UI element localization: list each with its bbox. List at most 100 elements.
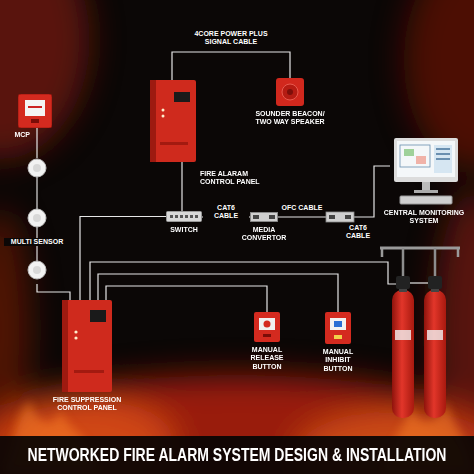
inhibit-button: MANUAL INHIBIT BUTTON [325, 312, 351, 344]
mcp-body [18, 94, 52, 128]
glow [0, 0, 90, 160]
panel-led [162, 109, 165, 112]
button-knob [264, 321, 271, 328]
cable-line [181, 162, 182, 211]
monitor-bezel [394, 138, 458, 182]
switch-port [190, 215, 193, 218]
button-key [334, 321, 342, 327]
network-switch-icon [166, 211, 202, 222]
cable-line [36, 128, 37, 158]
detector-centre [33, 164, 41, 172]
cable-line [98, 274, 338, 312]
keyboard [400, 196, 452, 204]
screen-zone [404, 149, 414, 156]
sounder-grille [282, 84, 298, 100]
monitoring-station: CENTRAL MONITORING SYSTEM [390, 138, 462, 206]
media-convertor-icon [250, 212, 278, 222]
cylinder-wire [90, 262, 396, 300]
screen-row [436, 148, 450, 150]
panel-screen [174, 92, 190, 102]
switch-port [175, 215, 178, 218]
alarm-panel-icon [150, 80, 196, 162]
panel-led [162, 115, 165, 118]
convertor-port [329, 215, 335, 219]
panel-led [74, 330, 77, 333]
detector-centre [33, 266, 41, 274]
detector-centre [33, 214, 41, 222]
mcp-glass [25, 100, 45, 116]
sounder-device-icon [276, 78, 304, 106]
banner-title: NETWORKED FIRE ALARM SYSTEM DESIGN & INS… [28, 445, 447, 465]
panel-body [150, 80, 196, 162]
screen-row [436, 158, 450, 160]
switch-body [167, 212, 202, 222]
device-label: SOUNDER BEACON/ TWO WAY SPEAKER [249, 110, 331, 127]
release-button-icon [254, 312, 280, 342]
monitor-base [414, 190, 438, 193]
cable-line [106, 286, 267, 312]
device-label: MANUAL INHIBIT BUTTON [311, 348, 365, 373]
alarm-panel: FIRE ALARAM CONTROL PANEL [150, 80, 196, 162]
switch-port [180, 215, 183, 218]
panel-side [150, 80, 156, 162]
switch-port [185, 215, 188, 218]
sounder-body [276, 78, 304, 106]
cable-label: CAT6 CABLE [335, 224, 381, 241]
release-button: MANUAL RELEASE BUTTON [254, 312, 280, 342]
call-point-icon [18, 94, 52, 128]
media-convertor: MEDIA CONVERTOR [250, 212, 278, 222]
cylinder-link-wire [410, 282, 428, 283]
device-label: SWITCH [160, 226, 208, 234]
sounder-centre [287, 89, 293, 95]
convertor-port [345, 215, 351, 219]
device-label: MANUAL RELEASE BUTTON [240, 346, 294, 371]
monitor-screen [397, 141, 455, 177]
switch-port [195, 215, 198, 218]
sensor-chain-icon [24, 158, 50, 284]
button-lamp [334, 335, 342, 339]
detector-head [28, 159, 46, 177]
mcp-mark [28, 106, 42, 108]
panel-screen [90, 310, 106, 322]
gas-cylinder [392, 290, 414, 418]
panel-side [62, 300, 68, 392]
inhibit-button-icon [325, 312, 351, 344]
cylinder-tag [395, 330, 411, 340]
cylinder-tag [427, 330, 443, 340]
device-label: CENTRAL MONITORING SYSTEM [379, 209, 469, 226]
mcp-key [31, 119, 39, 123]
screen-zone [416, 156, 426, 164]
panel-vent [74, 370, 104, 373]
cable-line [278, 166, 390, 217]
device-label: MEDIA CONVERTOR [237, 226, 291, 243]
panel-led [74, 336, 77, 339]
cable-label: 4CORE POWER PLUS SIGNAL CABLE [189, 30, 273, 47]
button-window [330, 318, 346, 330]
monitor-stand [422, 182, 430, 190]
cylinder-valve [396, 276, 410, 289]
title-band [0, 436, 474, 474]
convertor-body [250, 212, 277, 221]
switch-port [170, 215, 173, 218]
cable-label: OFC CABLE [279, 204, 325, 212]
discharge-pipe [380, 247, 460, 250]
monitoring-station-icon [390, 138, 462, 206]
sounder-device: SOUNDER BEACON/ TWO WAY SPEAKER [276, 78, 304, 106]
network-switch: SWITCH [166, 211, 202, 222]
cable-line [37, 284, 70, 300]
device-label: FIRE ALARAM CONTROL PANEL [200, 170, 272, 187]
gas-cylinder [424, 290, 446, 418]
panel-vent [160, 142, 188, 145]
pipe-riser [403, 248, 435, 276]
cable-line [172, 52, 290, 80]
detector-head [28, 261, 46, 279]
cable-line [80, 217, 166, 301]
nozzle [382, 248, 458, 257]
convertor-body [326, 212, 354, 222]
button-key [263, 334, 271, 337]
screen-panel [434, 145, 452, 173]
suppression-panel: FIRE SUPPRESSION CONTROL PANEL [62, 300, 112, 392]
